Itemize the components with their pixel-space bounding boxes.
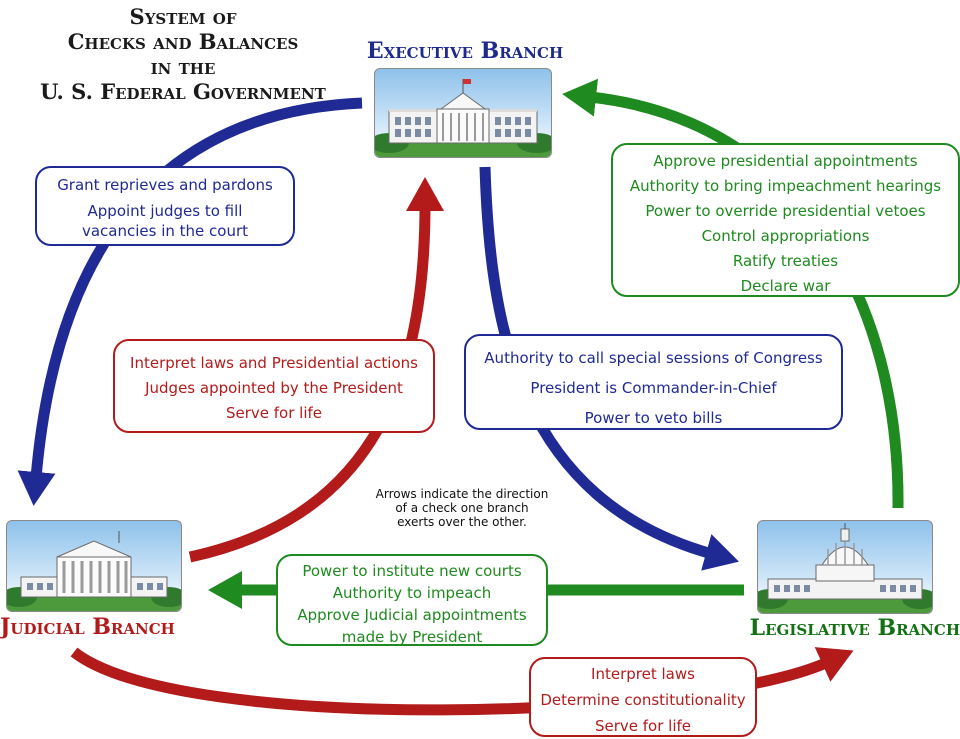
check-item: Determine constitutionality xyxy=(540,691,746,709)
note-line: of a check one branch xyxy=(395,501,529,515)
title-line-3: in the xyxy=(150,54,216,79)
check-item: Serve for life xyxy=(225,404,323,422)
check-item: Ratify treaties xyxy=(732,252,839,270)
legislative-checks-on-executive: Approve presidential appointments Author… xyxy=(611,143,960,297)
supreme-court-image xyxy=(6,520,182,612)
check-item: made by President xyxy=(341,628,483,646)
check-item: Serve for life xyxy=(594,717,692,735)
check-item: Approve presidential appointments xyxy=(653,152,918,170)
diagram-title: System of Checks and Balances in the U. … xyxy=(28,4,338,104)
arrow-direction-note: Arrows indicate the direction of a check… xyxy=(352,487,572,529)
executive-branch-title: Executive Branch xyxy=(366,38,564,64)
legislative-checks-on-judicial: Power to institute new courts Authority … xyxy=(276,554,548,646)
check-item: Authority to impeach xyxy=(332,584,492,602)
capitol-building-image xyxy=(757,520,933,614)
arrow-judicial-to-executive xyxy=(188,177,444,563)
check-item: Authority to call special sessions of Co… xyxy=(484,349,823,367)
executive-checks-on-judicial: Grant reprieves and pardons Appoint judg… xyxy=(35,166,295,246)
check-item: Grant reprieves and pardons xyxy=(57,176,273,194)
title-line-1: System of xyxy=(129,4,237,29)
check-item: Declare war xyxy=(740,277,831,295)
title-line-4: U. S. Federal Government xyxy=(40,79,326,104)
check-item: Power to institute new courts xyxy=(302,562,522,580)
check-item: Interpret laws xyxy=(591,665,695,683)
note-line: Arrows indicate the direction xyxy=(375,487,549,501)
judicial-checks-on-executive: Interpret laws and Presidential actions … xyxy=(113,339,435,433)
check-item: Power to veto bills xyxy=(584,409,723,427)
check-item: Appoint judges to fill xyxy=(87,202,243,220)
check-item: Judges appointed by the President xyxy=(145,379,403,397)
check-item: Approve Judicial appointments xyxy=(297,606,527,624)
check-item: Power to override presidential vetoes xyxy=(645,202,926,220)
title-line-2: Checks and Balances xyxy=(67,29,299,54)
check-item: Control appropriations xyxy=(701,227,870,245)
check-item: Interpret laws and Presidential actions xyxy=(130,354,418,372)
check-item: Authority to bring impeachment hearings xyxy=(629,177,942,195)
judicial-checks-on-legislative: Interpret laws Determine constitutionali… xyxy=(529,657,757,737)
check-item: vacancies in the court xyxy=(81,222,249,240)
white-house-image xyxy=(374,68,552,158)
legislative-branch-title: Legislative Branch xyxy=(749,615,960,641)
check-item: President is Commander-in-Chief xyxy=(530,379,777,397)
note-line: exerts over the other. xyxy=(397,515,527,529)
judicial-branch-title: Judicial Branch xyxy=(0,614,175,640)
executive-checks-on-legislative: Authority to call special sessions of Co… xyxy=(464,334,843,430)
